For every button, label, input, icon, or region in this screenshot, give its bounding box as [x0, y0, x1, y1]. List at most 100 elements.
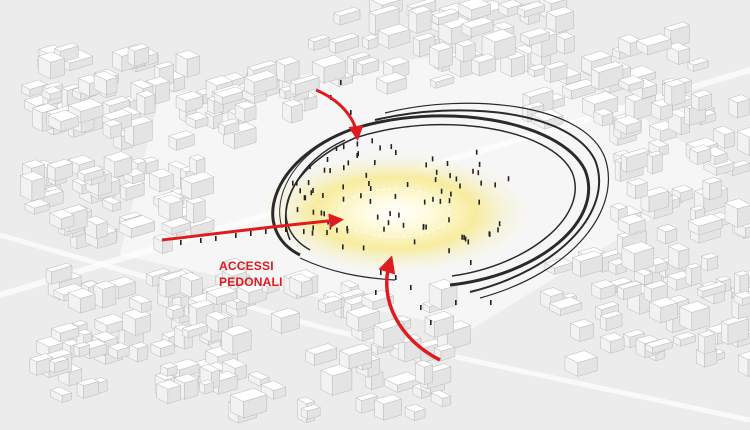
building	[205, 285, 238, 298]
building	[156, 379, 182, 390]
building	[414, 360, 434, 368]
building	[67, 154, 95, 166]
building	[481, 29, 517, 43]
building	[49, 386, 73, 396]
building	[689, 205, 706, 212]
building	[470, 53, 497, 63]
building	[571, 250, 604, 262]
building	[594, 301, 620, 311]
building	[614, 115, 642, 126]
building	[394, 315, 412, 323]
person	[478, 199, 480, 205]
building	[610, 202, 628, 210]
person	[422, 223, 425, 229]
building	[317, 295, 343, 305]
building	[311, 54, 347, 68]
person	[446, 161, 449, 166]
building	[205, 75, 234, 86]
building	[328, 32, 360, 44]
person	[406, 182, 409, 187]
person	[342, 196, 345, 202]
person	[342, 144, 345, 150]
person	[323, 167, 326, 173]
person	[375, 290, 377, 295]
person	[435, 169, 438, 175]
building	[599, 332, 625, 343]
person	[395, 275, 397, 280]
building	[301, 404, 321, 412]
person	[379, 145, 381, 151]
building	[646, 153, 653, 175]
person	[309, 164, 311, 170]
stadium-rings	[271, 102, 610, 299]
building	[179, 272, 203, 282]
road	[0, 232, 750, 423]
building	[270, 307, 301, 319]
building	[371, 0, 401, 6]
person	[320, 210, 323, 216]
person	[449, 173, 451, 179]
building	[224, 257, 246, 267]
building	[492, 21, 515, 31]
person	[200, 238, 202, 243]
building	[77, 165, 104, 175]
building	[430, 389, 452, 399]
building	[564, 350, 598, 364]
person	[303, 229, 305, 235]
building	[50, 322, 80, 334]
building	[614, 159, 621, 182]
building	[150, 339, 176, 349]
building	[101, 108, 133, 121]
building	[519, 27, 550, 39]
building	[42, 81, 64, 90]
person	[395, 150, 397, 155]
person	[461, 234, 463, 240]
building	[185, 111, 209, 121]
building	[157, 194, 184, 205]
building	[461, 16, 494, 29]
person	[434, 177, 437, 183]
building	[320, 364, 353, 377]
person	[448, 217, 450, 223]
person	[440, 188, 443, 194]
building	[186, 200, 194, 224]
person	[478, 161, 481, 167]
person	[467, 239, 470, 245]
building	[175, 49, 201, 60]
building	[130, 79, 154, 90]
building	[458, 0, 492, 11]
person	[402, 222, 405, 228]
building	[136, 90, 156, 98]
building	[431, 8, 460, 19]
building	[691, 265, 702, 287]
building	[590, 279, 616, 290]
building	[247, 60, 278, 71]
person	[336, 227, 338, 233]
building	[531, 108, 564, 122]
building	[663, 21, 691, 31]
building	[29, 353, 54, 363]
building	[145, 76, 171, 86]
person	[343, 165, 345, 171]
building	[428, 42, 454, 52]
person	[448, 198, 451, 204]
building	[199, 363, 221, 373]
building	[73, 342, 91, 349]
person	[380, 270, 382, 275]
building	[189, 154, 206, 161]
building	[289, 273, 313, 283]
building	[667, 242, 690, 252]
building	[297, 396, 316, 405]
person	[311, 230, 314, 236]
building	[736, 127, 750, 138]
building	[569, 318, 595, 329]
building	[282, 99, 303, 108]
person	[477, 170, 480, 176]
building	[368, 4, 400, 16]
person	[389, 211, 391, 217]
building	[690, 89, 713, 98]
building	[76, 329, 93, 336]
person	[376, 214, 379, 220]
building	[217, 118, 240, 127]
